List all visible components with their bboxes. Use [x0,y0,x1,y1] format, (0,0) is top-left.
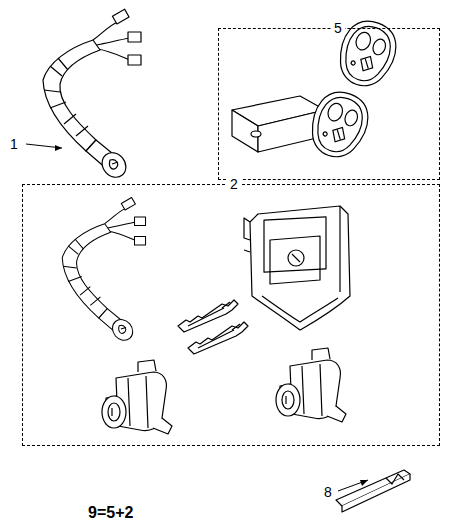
dashed-group-box: 2 [22,184,440,446]
callout-number: 1 [10,136,18,152]
kit-formula: 9=5+2 [88,504,133,522]
dashed-group-box: 5 [218,28,440,180]
callout-number: 8 [324,484,332,500]
callout-number: 2 [227,176,241,192]
callout-number: 5 [331,20,345,36]
